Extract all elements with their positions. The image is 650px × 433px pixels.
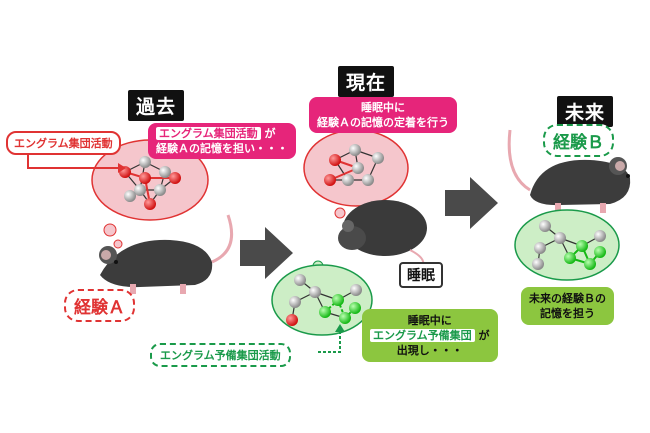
engram-activity-tag: エングラム集団活動: [6, 131, 121, 155]
past-network-nodes: [119, 156, 181, 210]
sleep-label: 睡眠: [399, 262, 443, 288]
period-past-heading: 過去: [128, 90, 185, 121]
sleeping-mouse: [338, 200, 427, 271]
present-green-highlight: エングラム予備集団: [370, 329, 475, 342]
present-green-line3: 出現し・・・: [396, 344, 463, 357]
present-green-line1: 睡眠中に: [407, 314, 452, 327]
future-green-line2: 記憶を担う: [540, 307, 595, 320]
preengram-network-nodes: [286, 274, 362, 326]
period-present-heading: 現在: [338, 66, 395, 97]
past-memory-bubble: エングラム集団活動 が 経験Ａの記憶を担い・・・: [148, 123, 296, 159]
preengram-activity-tag: エングラム予備集団活動: [150, 343, 291, 367]
transition-arrow-2: [445, 177, 498, 229]
past-bubble-line2: 経験Ａの記憶を担い・・・: [156, 142, 288, 155]
preengram-arrow: [318, 330, 341, 353]
present-green-bubble: [271, 260, 373, 336]
engram-arrow: [27, 150, 118, 169]
past-bubble-suffix: が: [264, 127, 276, 140]
period-future-heading: 未来: [557, 96, 614, 127]
present-consolidation-bubble: 睡眠中に 経験Ａの記憶の定着を行う: [309, 97, 457, 133]
experience-a-label: 経験Ａ: [64, 289, 135, 322]
future-thought-bubble: [514, 209, 620, 281]
present-green-suffix: が: [478, 329, 490, 342]
past-mouse: [99, 214, 233, 294]
present-bubble-line1: 睡眠中に: [361, 101, 405, 114]
preengram-emergence-box: 睡眠中に エングラム予備集団 が 出現し・・・: [362, 309, 498, 362]
future-memory-box: 未来の経験Ｂの 記憶を担う: [521, 287, 614, 325]
future-green-line1: 未来の経験Ｂの: [529, 292, 606, 305]
experience-b-label: 経験Ｂ: [543, 124, 614, 157]
transition-arrow-1: [240, 227, 293, 279]
present-bubble-line2: 経験Ａの記憶の定着を行う: [317, 116, 449, 129]
present-network-nodes: [324, 144, 384, 186]
future-network-nodes: [532, 220, 606, 270]
past-bubble-highlight: エングラム集団活動: [156, 127, 261, 140]
future-mouse: [507, 129, 631, 213]
